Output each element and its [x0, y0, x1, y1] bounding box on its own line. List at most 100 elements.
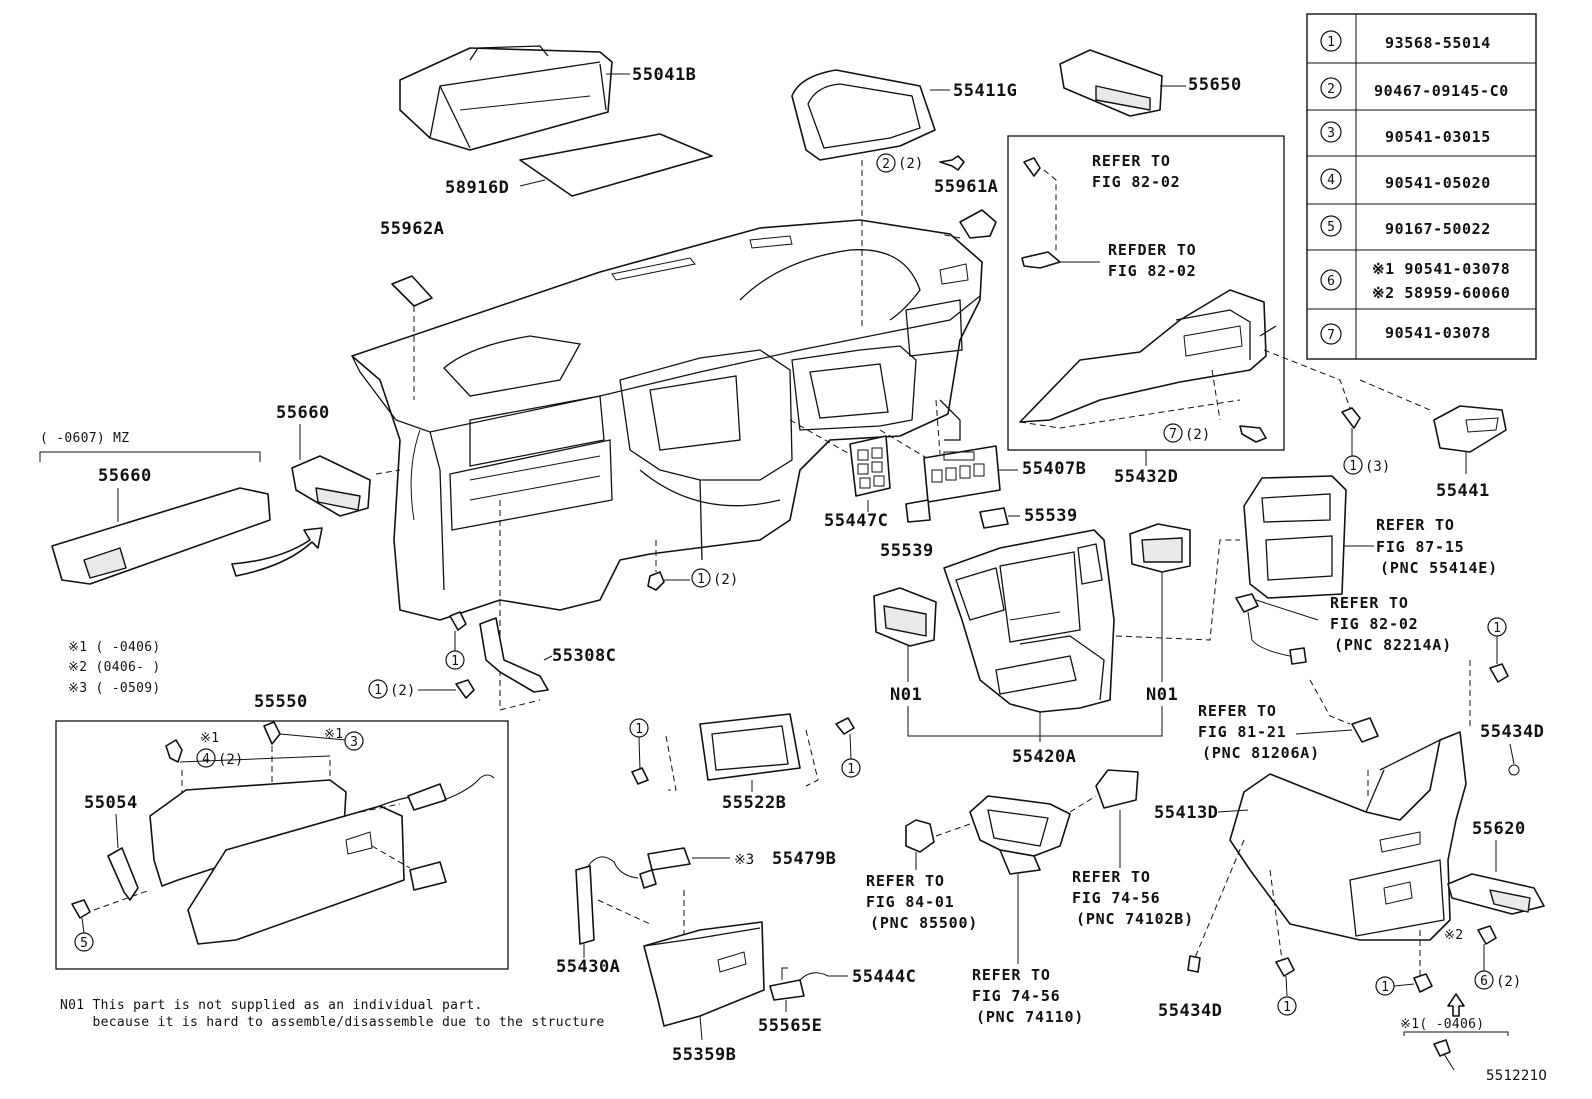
label-55565E: 55565E — [758, 1016, 822, 1036]
part-55441 — [1433, 405, 1507, 453]
table-index-4: 4 — [1327, 173, 1335, 188]
label-55434D-lower: 55434D — [1158, 1001, 1222, 1021]
label-N01-left: N01 — [890, 685, 922, 705]
svg-text:1: 1 — [1381, 980, 1389, 995]
part-55054 — [107, 847, 139, 901]
part-55411G-hood — [791, 69, 936, 161]
ref-5a: REFER TO — [1198, 702, 1277, 720]
ref-3b: FIG 87-15 — [1376, 538, 1464, 556]
footnote-line1: N01 This part is not supplied as an indi… — [60, 998, 483, 1013]
table-index-6: 6 — [1327, 274, 1335, 289]
part-console-tray — [969, 795, 1071, 875]
qty-1-left: (2) — [390, 683, 415, 699]
table-part-5: 90167-50022 — [1385, 220, 1491, 238]
table-part-6a: ※1 90541-03078 — [1372, 260, 1510, 278]
part-55420A-cluster — [943, 529, 1115, 713]
part-55432D-panel — [1019, 289, 1277, 423]
label-55359B: 55359B — [672, 1045, 736, 1065]
parts-table: 1 93568-55014 2 90467-09145-C0 3 90541-0… — [1306, 13, 1537, 360]
note-s1: ※1 ( -0406) — [68, 640, 160, 655]
label-55539-right: 55539 — [1024, 506, 1078, 526]
note-s2-inline: ※2 — [1444, 928, 1463, 943]
part-N01-right-vent — [1129, 523, 1191, 573]
label-55447C: 55447C — [824, 511, 888, 531]
part-55407B-switch — [923, 445, 1001, 503]
label-55660-lower: 55660 — [98, 466, 152, 486]
ref-2a: REFDER TO — [1108, 241, 1196, 259]
label-55430A: 55430A — [556, 957, 620, 977]
svg-text:4: 4 — [202, 752, 210, 767]
part-55041B-tray — [399, 45, 613, 151]
ref-4a: REFER TO — [1330, 594, 1409, 612]
table-index-3: 3 — [1327, 126, 1335, 141]
s3-55479B: ※3 — [734, 852, 754, 868]
ref-4b: FIG 82-02 — [1330, 615, 1418, 633]
note-s1-bottom: ※1( -0406) — [1400, 1017, 1484, 1032]
ref-5c: (PNC 81206A) — [1202, 744, 1320, 762]
part-55359B — [643, 921, 765, 1027]
label-55413D: 55413D — [1154, 803, 1218, 823]
label-55479B: 55479B — [772, 849, 836, 869]
label-55420A: 55420A — [1012, 747, 1076, 767]
table-part-3: 90541-03015 — [1385, 128, 1491, 146]
table-index-5: 5 — [1327, 220, 1335, 235]
label-55411G: 55411G — [953, 81, 1017, 101]
table-part-1: 93568-55014 — [1385, 34, 1491, 52]
part-N01-left-vent — [873, 587, 937, 647]
part-glovebox — [149, 774, 495, 945]
part-55620 — [1447, 873, 1545, 915]
label-55432D: 55432D — [1114, 467, 1178, 487]
part-55430A — [575, 865, 595, 945]
ref-6b: FIG 84-01 — [866, 893, 954, 911]
ref-6c: (PNC 85500) — [870, 914, 978, 932]
label-55444C: 55444C — [852, 967, 916, 987]
mz-range: ( -0607) MZ — [40, 431, 129, 446]
label-55407B: 55407B — [1022, 459, 1086, 479]
ref-7c: (PNC 74102B) — [1076, 910, 1194, 928]
ref-3c: (PNC 55414E) — [1380, 559, 1498, 577]
note-s2: ※2 (0406- ) — [68, 660, 160, 675]
footnote-line2: because it is hard to assemble/disassemb… — [60, 1015, 605, 1030]
label-55961A: 55961A — [934, 177, 998, 197]
label-55620: 55620 — [1472, 819, 1526, 839]
label-55308C: 55308C — [552, 646, 616, 666]
part-55650-vent — [1059, 49, 1163, 117]
svg-text:1: 1 — [1493, 621, 1501, 636]
label-55650: 55650 — [1188, 75, 1242, 95]
label-55041B: 55041B — [632, 65, 696, 85]
ref-1a: REFER TO — [1092, 152, 1171, 170]
table-part-6b: ※2 58959-60060 — [1372, 284, 1510, 302]
qty-3: (3) — [1365, 459, 1390, 475]
svg-text:3: 3 — [350, 735, 358, 750]
svg-text:1: 1 — [451, 654, 459, 669]
qty-1-mid: (2) — [713, 572, 738, 588]
part-58916D-mat — [519, 133, 713, 197]
ref-8a: REFER TO — [972, 966, 1051, 984]
svg-text:1: 1 — [697, 572, 705, 587]
part-55565E — [769, 979, 805, 1001]
label-55660-upper: 55660 — [276, 403, 330, 423]
part-55413D-cover — [1229, 731, 1467, 941]
qty-6: (2) — [1496, 974, 1521, 990]
table-index-1: 1 — [1327, 35, 1335, 50]
svg-text:5: 5 — [80, 936, 88, 951]
ref-3a: REFER TO — [1376, 516, 1455, 534]
arrow-shape — [231, 527, 323, 577]
inner-note-s1: ※1 — [200, 731, 219, 746]
table-part-2: 90467-09145-C0 — [1374, 82, 1509, 100]
part-55447C-switch — [849, 435, 891, 497]
ref-4c: (PNC 82214A) — [1334, 636, 1452, 654]
table-part-4: 90541-05020 — [1385, 174, 1491, 192]
qty-7: (2) — [1185, 427, 1210, 443]
label-55434D-upper: 55434D — [1480, 722, 1544, 742]
label-55962A: 55962A — [380, 219, 444, 239]
label-55539-left: 55539 — [880, 541, 934, 561]
part-55308C-bracket — [479, 617, 549, 693]
table-index-2: 2 — [1327, 82, 1335, 97]
label-58916D: 58916D — [445, 178, 509, 198]
svg-text:1: 1 — [635, 722, 643, 737]
svg-text:7: 7 — [1169, 427, 1177, 442]
instrument-panel — [351, 219, 983, 621]
svg-text:6: 6 — [1480, 974, 1488, 989]
